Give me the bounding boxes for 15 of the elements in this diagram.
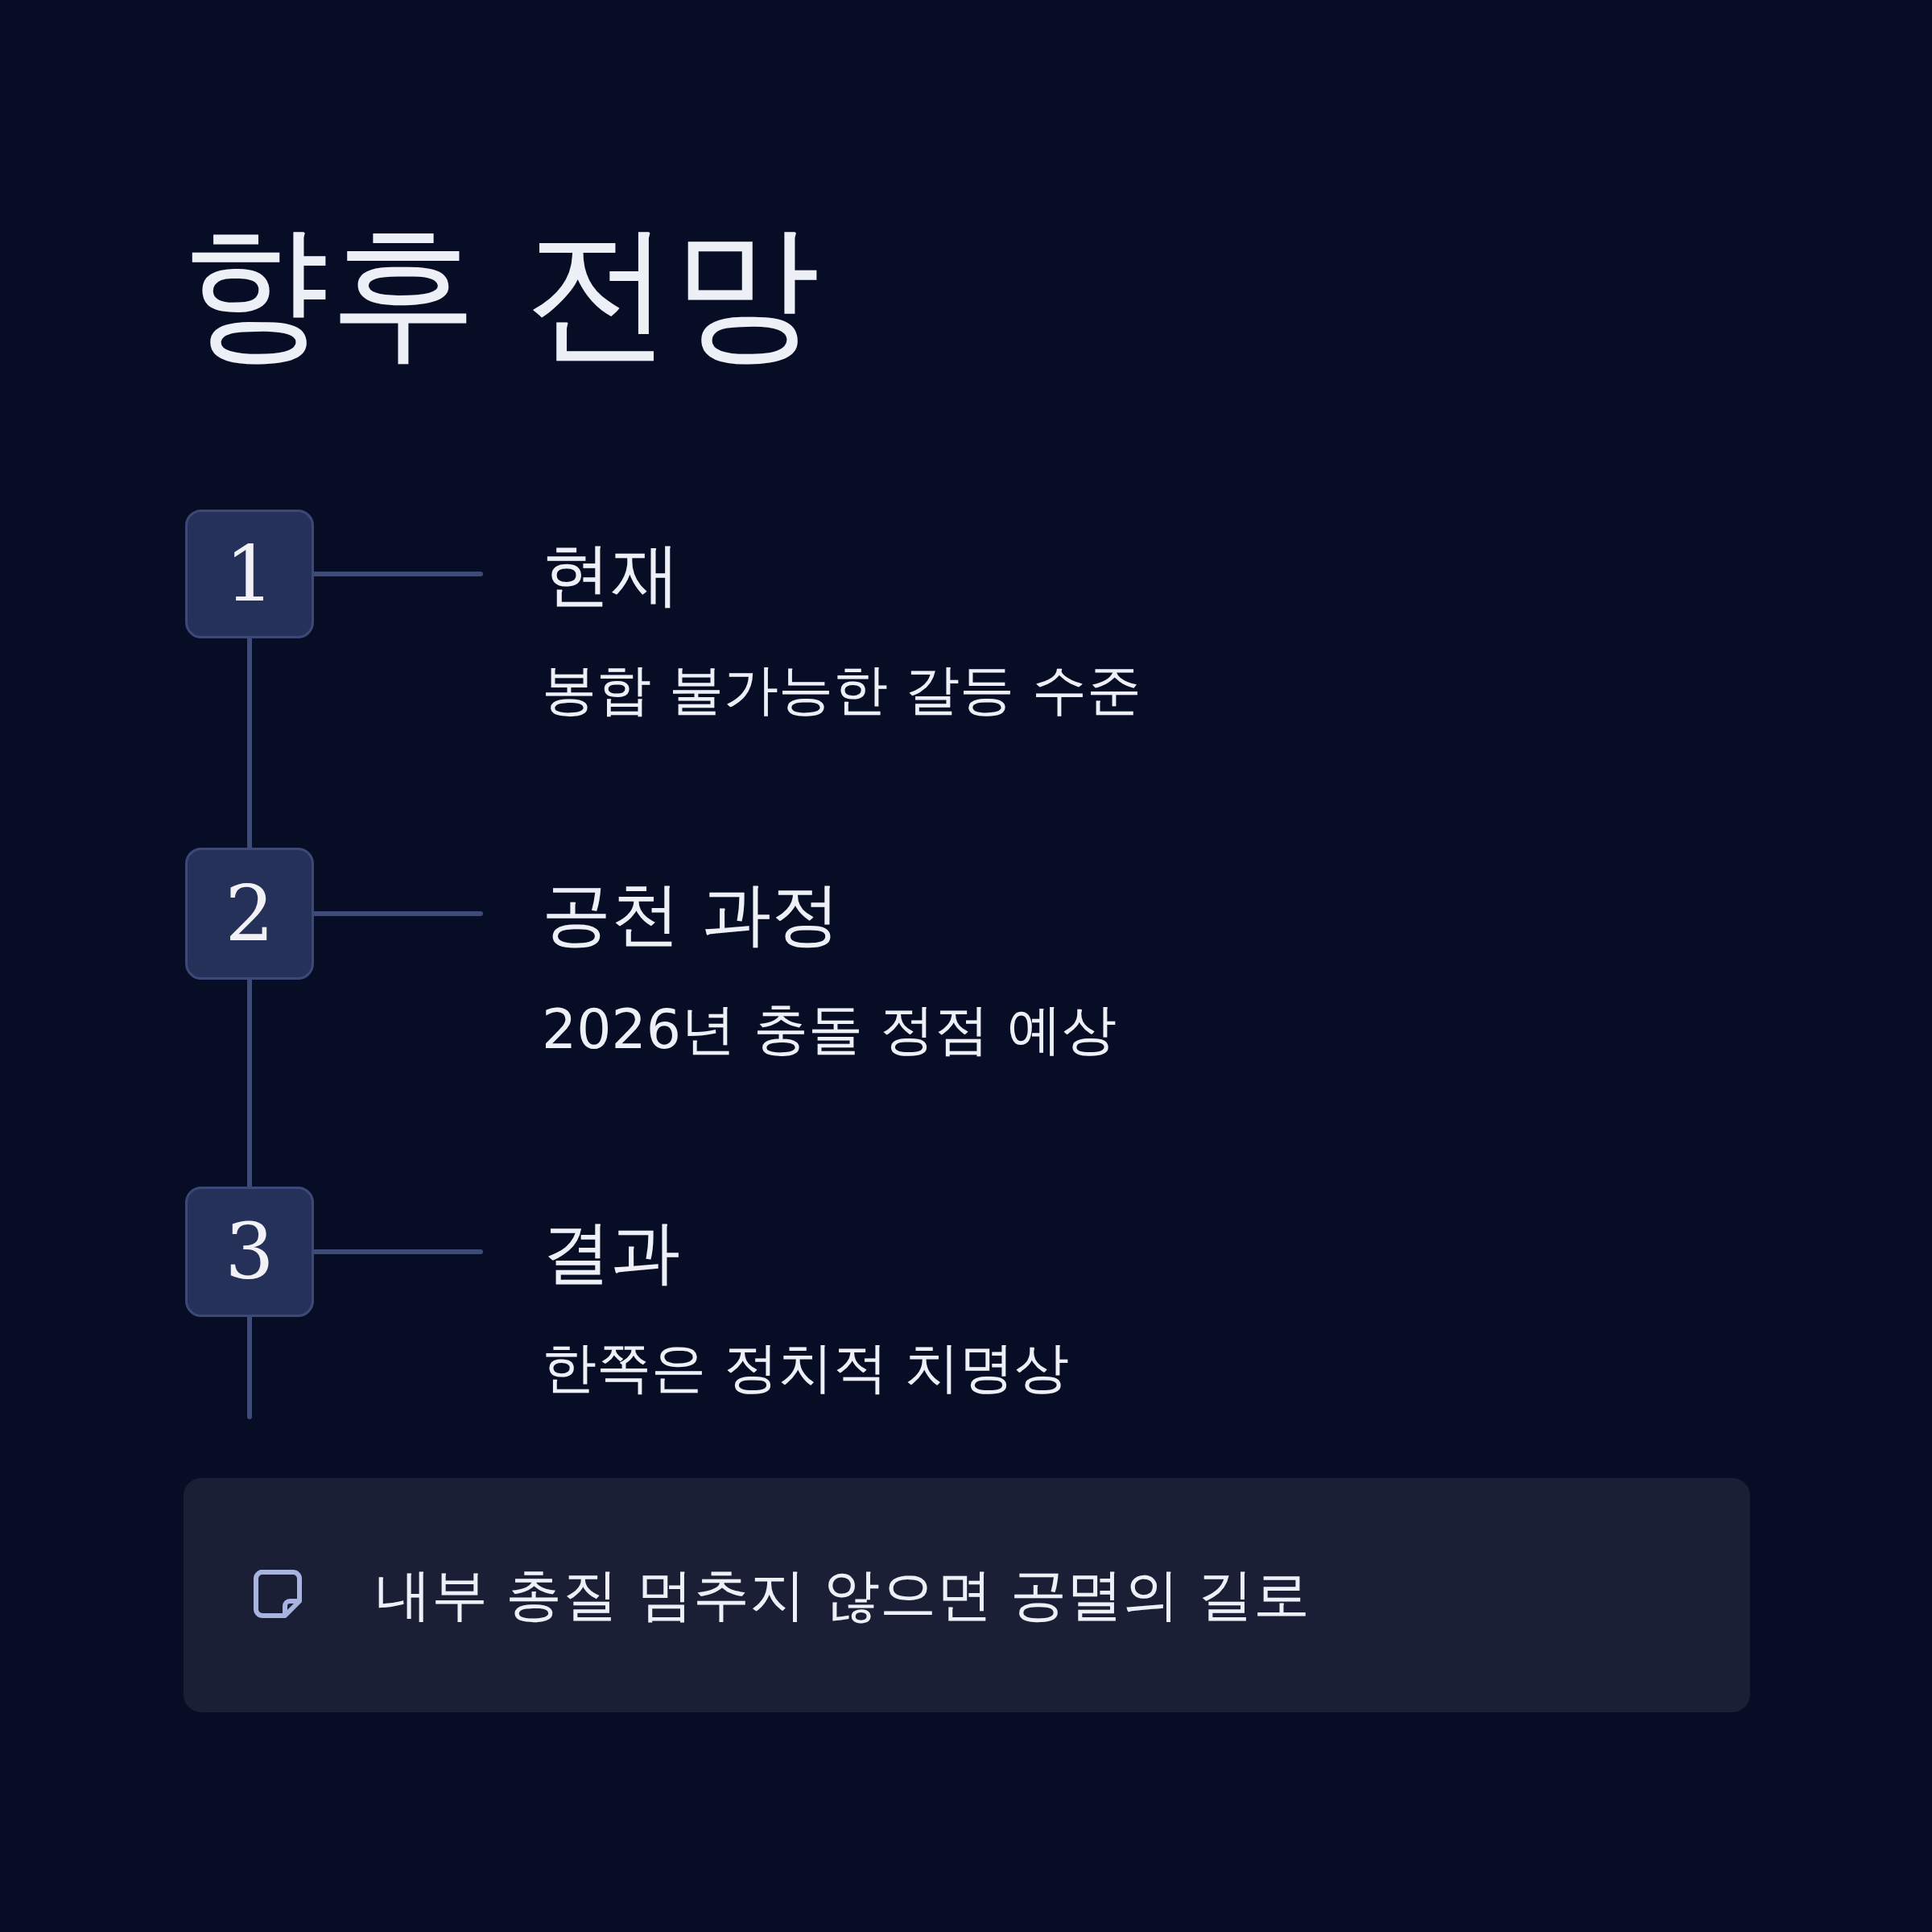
step-number: 3 bbox=[225, 1213, 275, 1290]
step-number-box bbox=[185, 848, 314, 980]
step-description: 봉합 불가능한 갈등 수준 bbox=[542, 657, 1141, 723]
step-number: 1 bbox=[225, 535, 275, 613]
step-number-box bbox=[185, 510, 314, 638]
note-text: 내부 총질 멈추지 않으면 공멸의 길로 bbox=[375, 1561, 1311, 1629]
title: 향후 전망 bbox=[181, 217, 821, 365]
step-description: 한쪽은 정치적 치명상 bbox=[542, 1335, 1070, 1401]
note-panel bbox=[184, 1478, 1750, 1712]
step-number-box bbox=[185, 1187, 314, 1317]
step-heading: 공천 과정 bbox=[542, 873, 842, 956]
step-heading: 현재 bbox=[542, 533, 681, 616]
step-number: 2 bbox=[225, 875, 275, 952]
step-description: 2026년 충돌 정점 예상 bbox=[542, 997, 1117, 1063]
step-heading: 결과 bbox=[542, 1211, 681, 1294]
